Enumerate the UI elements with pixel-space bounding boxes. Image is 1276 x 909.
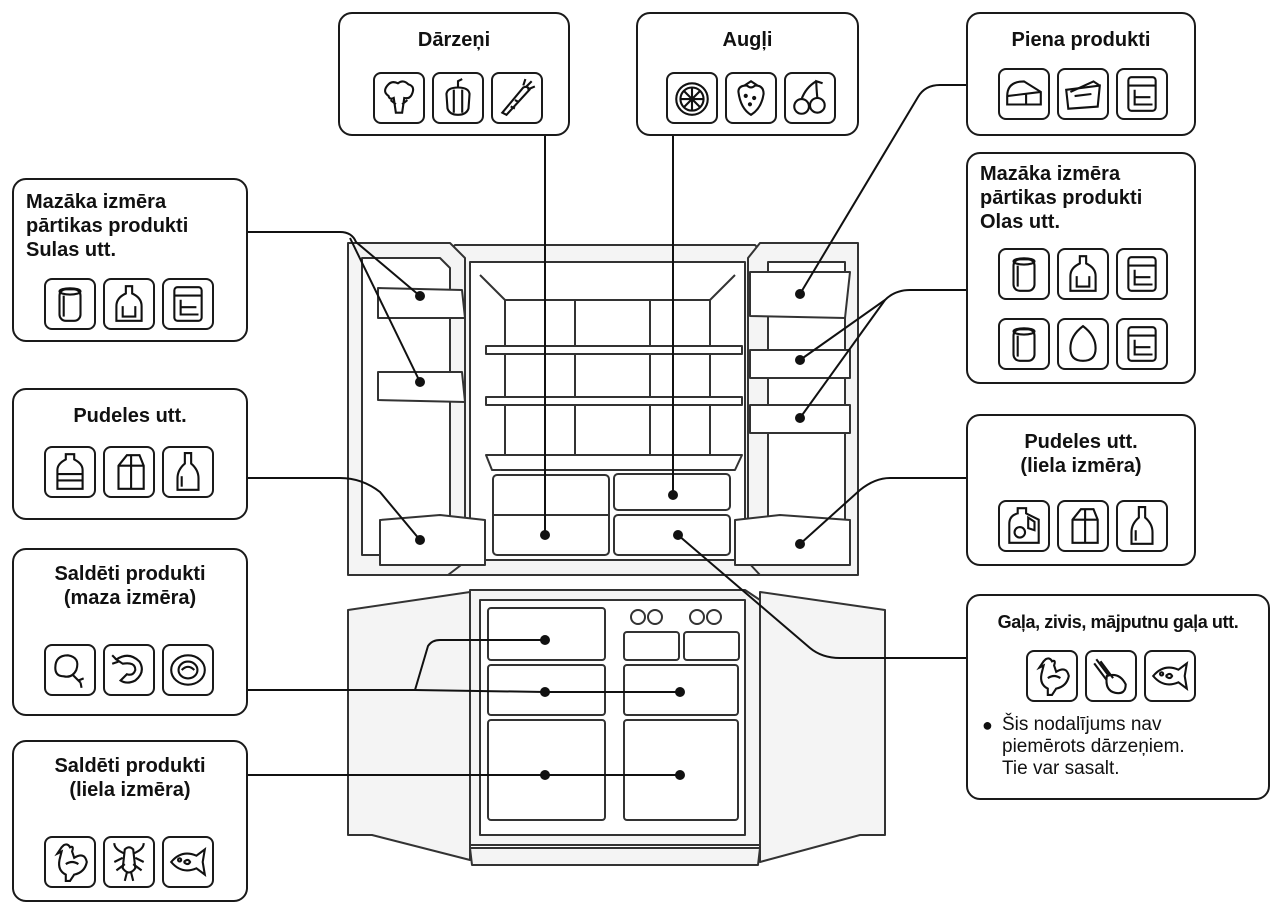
fish-steak-icon — [162, 644, 214, 696]
lobster-icon — [103, 836, 155, 888]
bullet-icon: ● — [982, 715, 993, 735]
rooster-icon — [1026, 650, 1078, 702]
small-items-juice-box: Mazāka izmēra pārtikas produkti Sulas ut… — [12, 178, 248, 342]
small-items-juice-line-1: Mazāka izmēra — [26, 191, 167, 213]
frozen-small-icons — [44, 644, 214, 696]
orange-slice-icon — [666, 72, 718, 124]
container-icon — [162, 278, 214, 330]
fruits-icons — [666, 72, 836, 124]
egg-icon — [1057, 318, 1109, 370]
frozen-small-line-1: Saldēti produkti — [54, 563, 206, 585]
shrimp-icon — [103, 644, 155, 696]
jug-icon — [998, 500, 1050, 552]
milk-carton-icon — [1057, 500, 1109, 552]
note-line-3: Tie var sasalt. — [1002, 758, 1120, 779]
frozen-large-line-1: Saldēti produkti — [54, 755, 206, 777]
large-bottles-box: Pudeles utt. (liela izmēra) — [966, 414, 1196, 566]
bottles-title: Pudeles utt. — [73, 405, 187, 427]
drumstick-icon — [1085, 650, 1137, 702]
small-items-eggs-box: Mazāka izmēra pārtikas produkti Olas utt… — [966, 152, 1196, 384]
meat-fish-icons — [1026, 650, 1196, 702]
chicken-leg-icon — [44, 644, 96, 696]
wine-bottle-icon — [162, 446, 214, 498]
large-bottles-line-2: (liela izmēra) — [1020, 455, 1142, 477]
broccoli-icon — [373, 72, 425, 124]
small-items-eggs-line-3: Olas utt. — [980, 211, 1061, 233]
container-icon — [1116, 68, 1168, 120]
container-icon — [1116, 318, 1168, 370]
sauce-bottle-icon — [103, 278, 155, 330]
water-bottle-icon — [44, 446, 96, 498]
meat-fish-title: Gaļa, zivis, mājputnu gaļa utt. — [997, 612, 1239, 632]
cheese-icon — [998, 68, 1050, 120]
vegetables-title: Dārzeņi — [417, 29, 491, 51]
large-bottles-icons — [998, 500, 1168, 552]
wine-bottle-icon — [1116, 500, 1168, 552]
rooster-icon — [44, 836, 96, 888]
fruits-box: Augļi — [636, 12, 859, 136]
pepper-icon — [432, 72, 484, 124]
small-items-eggs-line-1: Mazāka izmēra — [980, 163, 1121, 185]
bottles-icons — [44, 446, 214, 498]
note-line-1: Šis nodalījums nav — [1002, 714, 1162, 735]
can-icon — [998, 248, 1050, 300]
strawberry-icon — [725, 72, 777, 124]
dairy-icons — [998, 68, 1168, 120]
small-items-juice-line-3: Sulas utt. — [26, 239, 117, 261]
carrot-icon — [491, 72, 543, 124]
butter-icon — [1057, 68, 1109, 120]
frozen-large-line-2: (liela izmēra) — [69, 779, 191, 801]
cherry-icon — [784, 72, 836, 124]
freeze-warning-note: ● Šis nodalījums nav piemērots dārzeņiem… — [982, 714, 1262, 784]
frozen-small-box: Saldēti produkti (maza izmēra) — [12, 548, 248, 716]
small-items-juice-line-2: pārtikas produkti — [26, 215, 189, 237]
fish-icon — [162, 836, 214, 888]
vegetables-icons — [373, 72, 543, 124]
milk-carton-icon — [103, 446, 155, 498]
note-line-2: piemērots dārzeņiem. — [1002, 736, 1185, 757]
frozen-large-box: Saldēti produkti (liela izmēra) — [12, 740, 248, 902]
frozen-large-icons — [44, 836, 214, 888]
fish-icon — [1144, 650, 1196, 702]
small-items-juice-icons — [44, 278, 214, 330]
large-bottles-line-1: Pudeles utt. — [1024, 431, 1138, 453]
can-icon — [998, 318, 1050, 370]
small-items-eggs-line-2: pārtikas produkti — [980, 187, 1143, 209]
vegetables-box: Dārzeņi — [338, 12, 570, 136]
small-items-eggs-icons-row-1 — [998, 248, 1168, 300]
meat-fish-box: Gaļa, zivis, mājputnu gaļa utt. ● Šis no… — [966, 594, 1270, 800]
frozen-small-line-2: (maza izmēra) — [63, 587, 197, 609]
container-icon — [1116, 248, 1168, 300]
small-items-eggs-icons-row-2 — [998, 318, 1168, 370]
bottles-box: Pudeles utt. — [12, 388, 248, 520]
dairy-box: Piena produkti — [966, 12, 1196, 136]
fruits-title: Augļi — [722, 29, 773, 51]
can-icon — [44, 278, 96, 330]
sauce-bottle-icon — [1057, 248, 1109, 300]
dairy-title: Piena produkti — [1011, 29, 1151, 51]
